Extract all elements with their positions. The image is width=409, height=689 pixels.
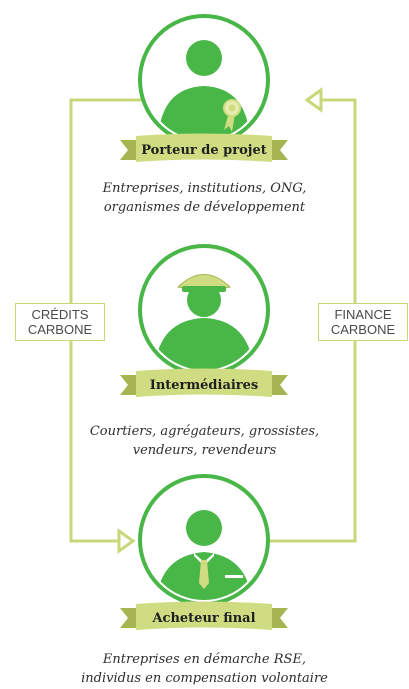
finance-carbone-label: FINANCE CARBONE bbox=[318, 303, 408, 341]
person-with-tie-icon bbox=[156, 510, 252, 600]
flow-label-line: CRÉDITS bbox=[31, 307, 89, 322]
description-line: individus en compensation volontaire bbox=[81, 671, 328, 686]
node-title: Acheteur final bbox=[151, 611, 255, 626]
acheteur-description: Entreprises en démarche RSE, individus e… bbox=[0, 650, 409, 688]
porteur-description: Entreprises, institutions, ONG, organism… bbox=[0, 179, 409, 217]
description-line: vendeurs, revendeurs bbox=[132, 443, 277, 458]
node-title: Porteur de projet bbox=[141, 143, 267, 158]
node-intermediaires: Intermédiaires bbox=[120, 244, 288, 397]
flow-label-line: CARBONE bbox=[27, 322, 93, 337]
node-porteur-de-projet: Porteur de projet bbox=[120, 14, 288, 162]
ribbon-banner bbox=[120, 133, 288, 162]
intermediaires-description: Courtiers, agrégateurs, grossistes, vend… bbox=[0, 422, 409, 460]
ribbon-banner bbox=[120, 601, 288, 630]
person-with-rosette-icon bbox=[158, 40, 250, 140]
ribbon-banner bbox=[120, 368, 288, 397]
person-with-cap-icon bbox=[154, 274, 254, 370]
flow-label-line: FINANCE bbox=[334, 307, 392, 322]
description-line: Entreprises en démarche RSE, bbox=[102, 652, 307, 667]
credits-carbone-label: CRÉDITS CARBONE bbox=[15, 303, 105, 341]
description-line: Courtiers, agrégateurs, grossistes, bbox=[89, 424, 320, 439]
node-acheteur-final: Acheteur final bbox=[120, 474, 288, 630]
flow-label-line: CARBONE bbox=[330, 322, 396, 337]
description-line: Entreprises, institutions, ONG, bbox=[102, 181, 307, 196]
description-line: organismes de développement bbox=[103, 200, 306, 215]
node-title: Intermédiaires bbox=[150, 378, 259, 393]
